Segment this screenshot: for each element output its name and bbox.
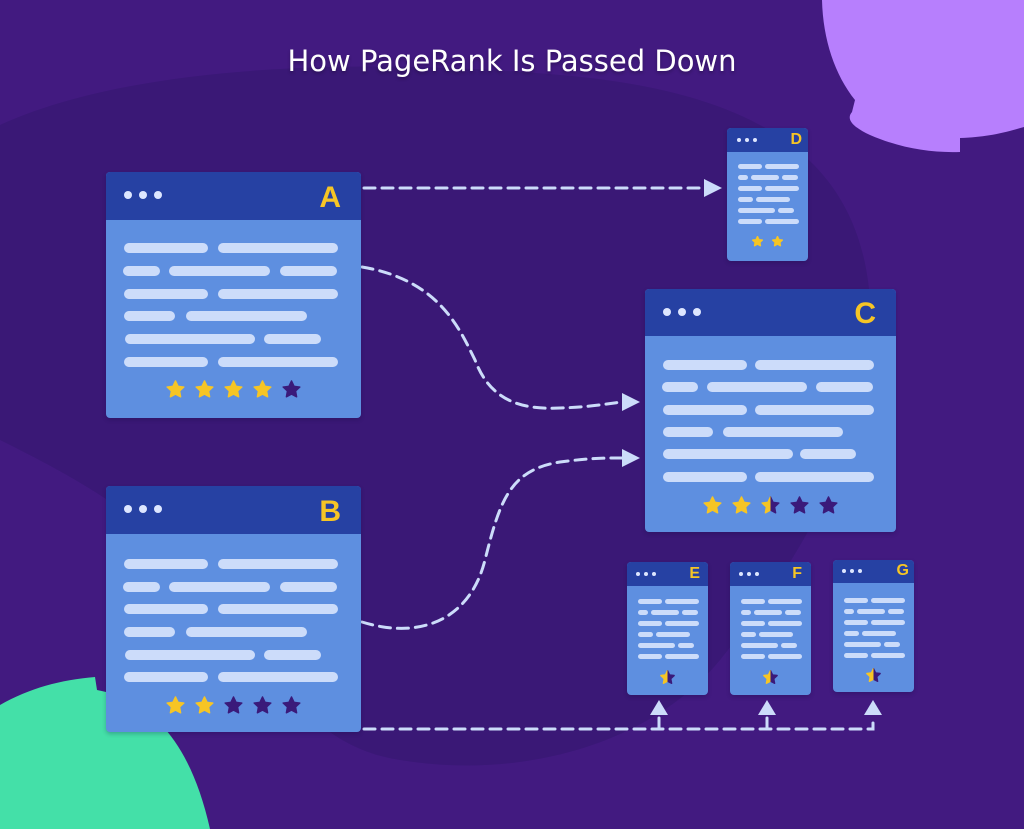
- star-empty-icon: [253, 696, 272, 714]
- page-e-label: E: [689, 565, 700, 582]
- link-b-to-efg: [362, 714, 875, 731]
- page-e: E: [627, 562, 708, 695]
- window-dots-icon: [636, 572, 656, 576]
- arrowhead-e: [650, 700, 668, 715]
- star-filled-icon: [195, 696, 214, 714]
- page-title: How PageRank Is Passed Down: [287, 44, 737, 78]
- star-empty-icon: [819, 496, 838, 514]
- star-filled-icon: [166, 380, 185, 398]
- page-e-header: E: [627, 562, 708, 586]
- window-dots-icon: [124, 505, 162, 513]
- window-dots-icon: [663, 308, 701, 316]
- star-filled-icon: [224, 380, 243, 398]
- star-empty-icon: [790, 496, 809, 514]
- star-half-icon: [866, 668, 881, 683]
- page-a-label: A: [319, 181, 341, 214]
- star-filled-icon: [732, 496, 751, 514]
- page-f-label: F: [792, 565, 802, 582]
- page-c: C: [645, 289, 896, 532]
- window-dots-icon: [737, 138, 757, 142]
- star-filled-icon: [166, 696, 185, 714]
- star-empty-icon: [224, 696, 243, 714]
- page-g-rating: [833, 668, 914, 683]
- arrowhead-d: [704, 179, 722, 197]
- page-a-rating: [106, 380, 361, 399]
- star-filled-icon: [253, 380, 272, 398]
- star-half-icon: [660, 670, 675, 685]
- page-f-rating: [730, 670, 811, 685]
- page-g-header: G: [833, 560, 914, 583]
- star-empty-icon: [282, 380, 301, 398]
- star-half-icon: [761, 496, 780, 514]
- arrowhead-f: [758, 700, 776, 715]
- page-g: G: [833, 560, 914, 692]
- star-filled-icon: [752, 236, 763, 247]
- page-b: B: [106, 486, 361, 732]
- star-filled-icon: [703, 496, 722, 514]
- page-c-rating: [645, 496, 896, 515]
- page-f: F: [730, 562, 811, 695]
- page-f-header: F: [730, 562, 811, 586]
- window-dots-icon: [124, 191, 162, 199]
- link-b-to-c: [360, 456, 624, 630]
- page-a-header: A: [106, 172, 361, 220]
- star-filled-icon: [195, 380, 214, 398]
- page-e-rating: [627, 670, 708, 685]
- background-blob-purple: [822, 0, 1024, 153]
- link-a-to-c: [360, 265, 624, 410]
- star-filled-icon: [772, 236, 783, 247]
- page-c-header: C: [645, 289, 896, 336]
- page-c-label: C: [854, 297, 876, 330]
- window-dots-icon: [842, 569, 862, 573]
- page-b-header: B: [106, 486, 361, 534]
- arrowhead-g: [864, 700, 882, 715]
- page-d-label: D: [790, 131, 802, 148]
- page-a: A: [106, 172, 361, 418]
- window-dots-icon: [739, 572, 759, 576]
- arrowhead-c2: [622, 449, 640, 467]
- page-d-header: D: [727, 128, 808, 152]
- page-d-rating: [727, 236, 808, 247]
- page-b-rating: [106, 696, 361, 715]
- star-empty-icon: [282, 696, 301, 714]
- arrowhead-c1: [622, 393, 640, 411]
- background-blob-green: [0, 677, 210, 829]
- page-d: D: [727, 128, 808, 261]
- page-g-label: G: [896, 562, 909, 579]
- page-b-label: B: [319, 495, 341, 528]
- star-half-icon: [763, 670, 778, 685]
